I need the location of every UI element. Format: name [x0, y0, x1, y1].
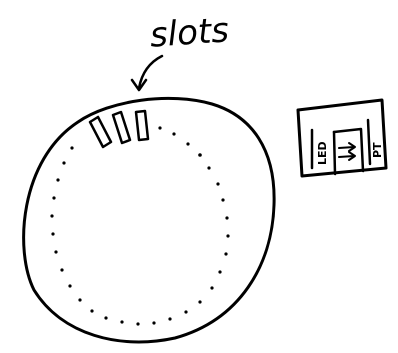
optical-sensor: [298, 100, 386, 176]
slot-1: [90, 117, 111, 147]
encoder-disc: [24, 98, 274, 342]
slots-arrow: [132, 56, 162, 90]
led-label: LED: [316, 141, 329, 165]
slots-label: slots: [149, 10, 231, 55]
slot-track-dots: [50, 126, 229, 325]
phototransistor-label: PT: [371, 142, 384, 158]
encoder-slots: [90, 111, 148, 147]
slot-2: [113, 112, 130, 143]
slot-3: [136, 111, 148, 140]
